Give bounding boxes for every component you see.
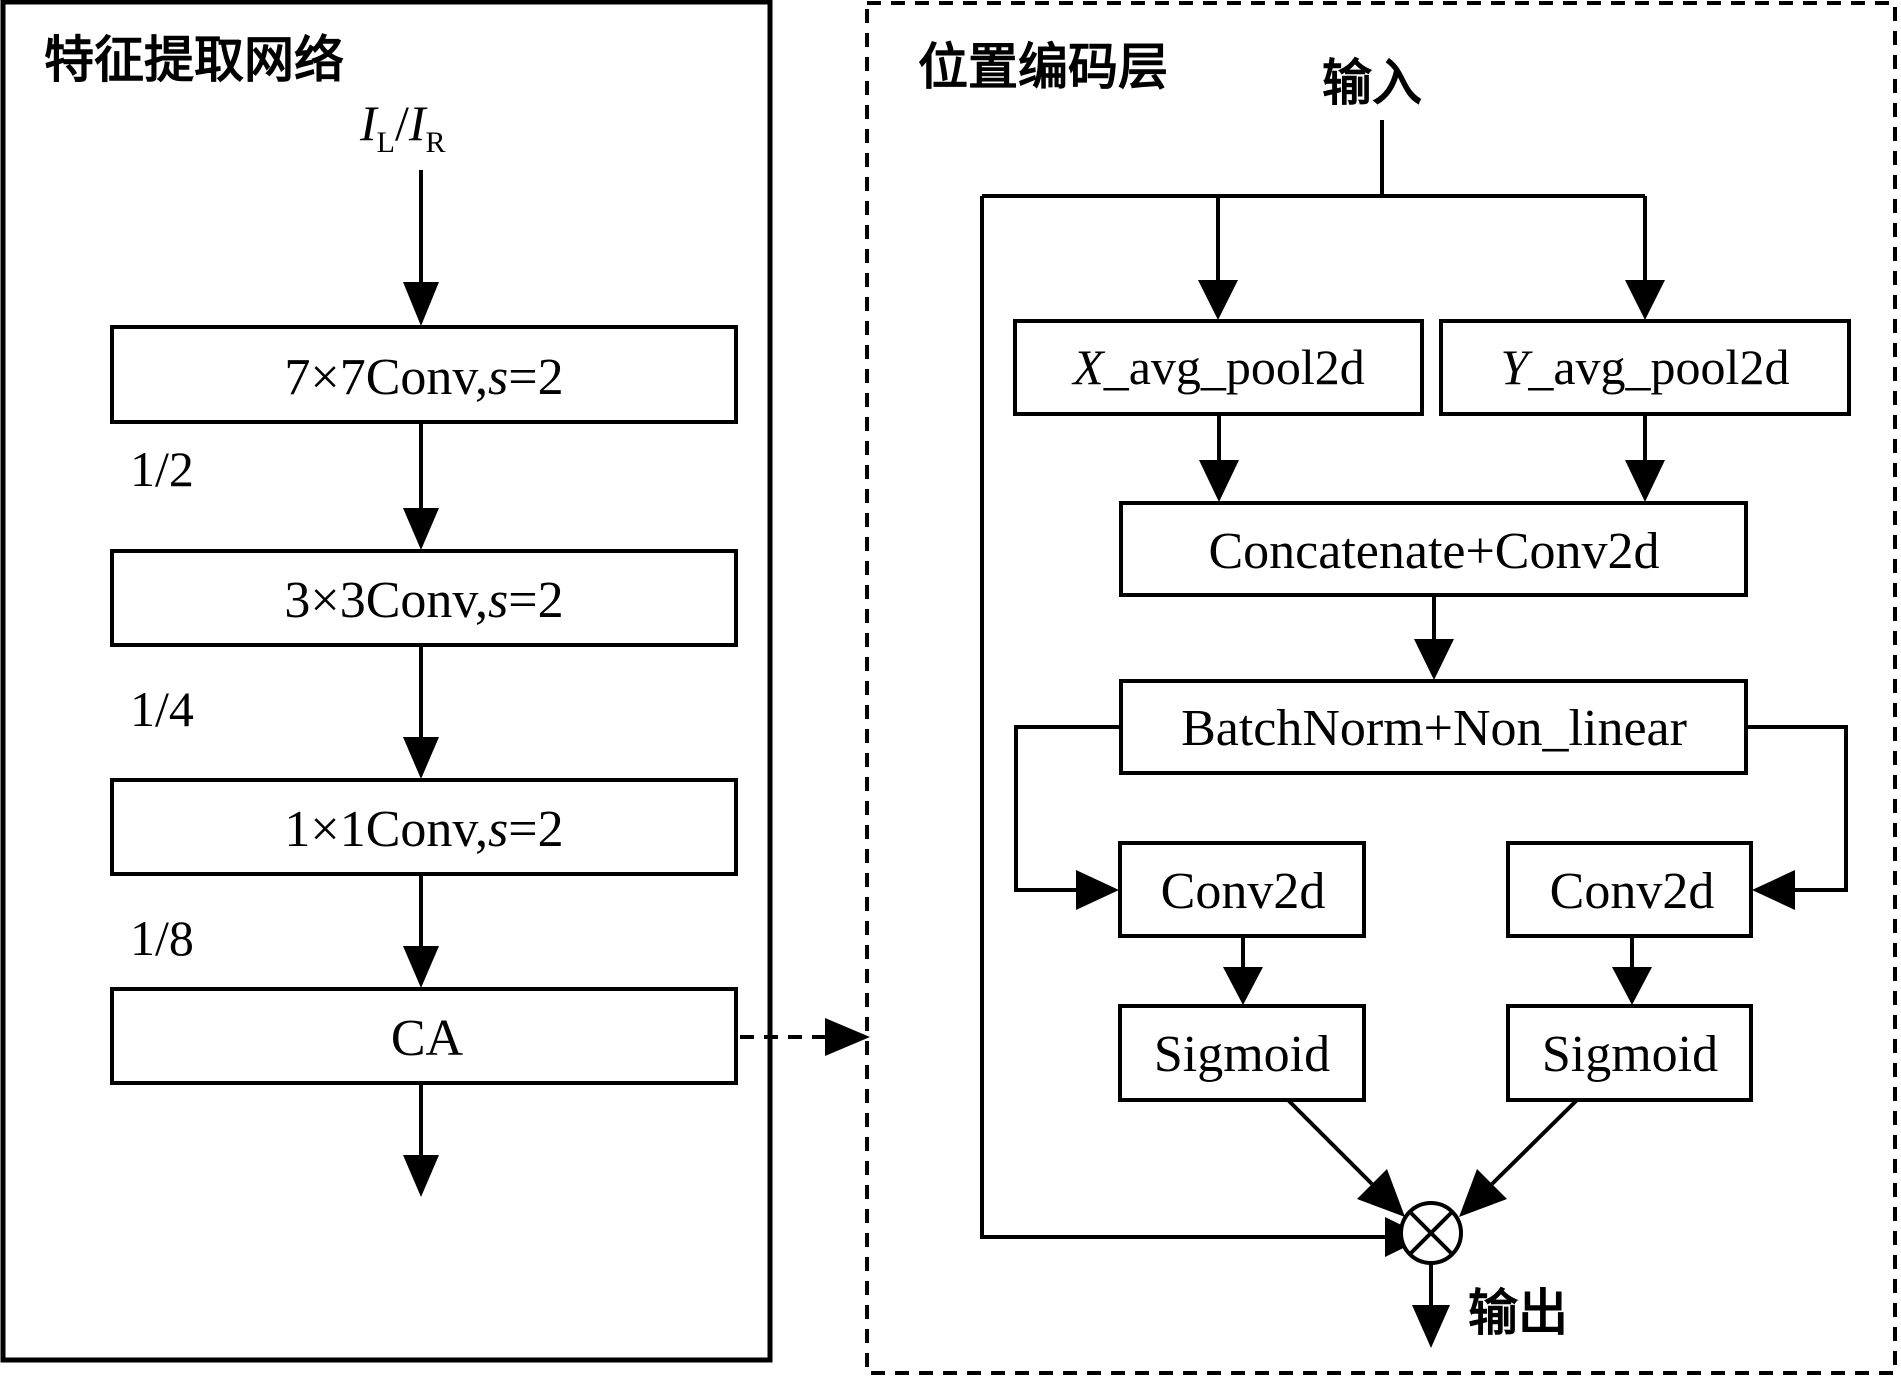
branch-to-right-conv (1746, 725, 1848, 892)
conv7-label: 7×7Conv,s=2 (284, 349, 563, 406)
arrowhead (403, 282, 439, 326)
arrowhead (1612, 967, 1652, 1005)
scale-label-eighth: 1/8 (130, 910, 194, 966)
arrowhead (825, 1018, 870, 1056)
sigmoid-left-block (1118, 1004, 1366, 1102)
batchnorm-label: BatchNorm+Non_linear (1181, 700, 1687, 757)
ca-label: CA (391, 1010, 464, 1067)
conv2d-right-block (1506, 841, 1753, 938)
arrowhead (1625, 280, 1665, 320)
conv2d-left-block (1118, 841, 1366, 938)
conv2d-left-label: Conv2d (1161, 863, 1326, 920)
sigmoid-left-label: Sigmoid (1154, 1026, 1330, 1083)
input-label: IL/IR (359, 95, 446, 159)
y-avg-pool-block (1439, 319, 1851, 416)
x-avg-pool-block (1013, 319, 1424, 416)
scale-label-half: 1/2 (130, 441, 194, 497)
conv7-block (110, 325, 738, 424)
arrowhead (1752, 870, 1795, 910)
conv1-label: 1×1Conv,s=2 (284, 801, 563, 858)
feature-extraction-panel (0, 0, 773, 1363)
multiply-cross (1408, 1210, 1454, 1256)
arrowhead (403, 508, 439, 550)
branch-to-left-conv (1014, 725, 1121, 892)
arrow-sigmoid-left-to-multiply (1286, 1098, 1374, 1186)
input-text: 输入 (1322, 54, 1422, 112)
arrowhead (1625, 460, 1665, 502)
scale-label-quarter: 1/4 (130, 681, 194, 737)
sigmoid-right-block (1506, 1004, 1753, 1102)
ca-block (110, 987, 738, 1085)
position-encoding-panel (865, 1, 1897, 1375)
batchnorm-block (1119, 679, 1748, 775)
concatenate-conv2d-label: Concatenate+Conv2d (1209, 523, 1660, 580)
arrowhead (1076, 870, 1119, 910)
conv1-block (110, 778, 738, 876)
arrowhead (403, 1155, 439, 1197)
conv3-block (110, 549, 738, 647)
y-avg-pool-label: Y_avg_pool2d (1501, 339, 1790, 395)
residual-path (980, 196, 1385, 1239)
arrowhead (1412, 1305, 1450, 1348)
arrowhead (1414, 639, 1454, 680)
conv3-label: 3×3Conv,s=2 (284, 572, 563, 629)
arrowhead (403, 737, 439, 779)
sigmoid-right-label: Sigmoid (1542, 1026, 1718, 1083)
position-encoding-title: 位置编码层 (918, 38, 1168, 96)
feature-extraction-title: 特征提取网络 (44, 31, 344, 89)
output-text: 输出 (1468, 1284, 1568, 1342)
arrowhead (1198, 280, 1238, 320)
x-avg-pool-label: X_avg_pool2d (1071, 339, 1365, 395)
arrowhead (1223, 967, 1263, 1005)
arrowhead (1199, 460, 1239, 502)
arrow-sigmoid-right-to-multiply (1490, 1098, 1579, 1186)
arrowhead (403, 946, 439, 988)
conv2d-right-label: Conv2d (1550, 863, 1715, 920)
arrowhead (1459, 1169, 1507, 1217)
arrowhead (1357, 1169, 1405, 1217)
